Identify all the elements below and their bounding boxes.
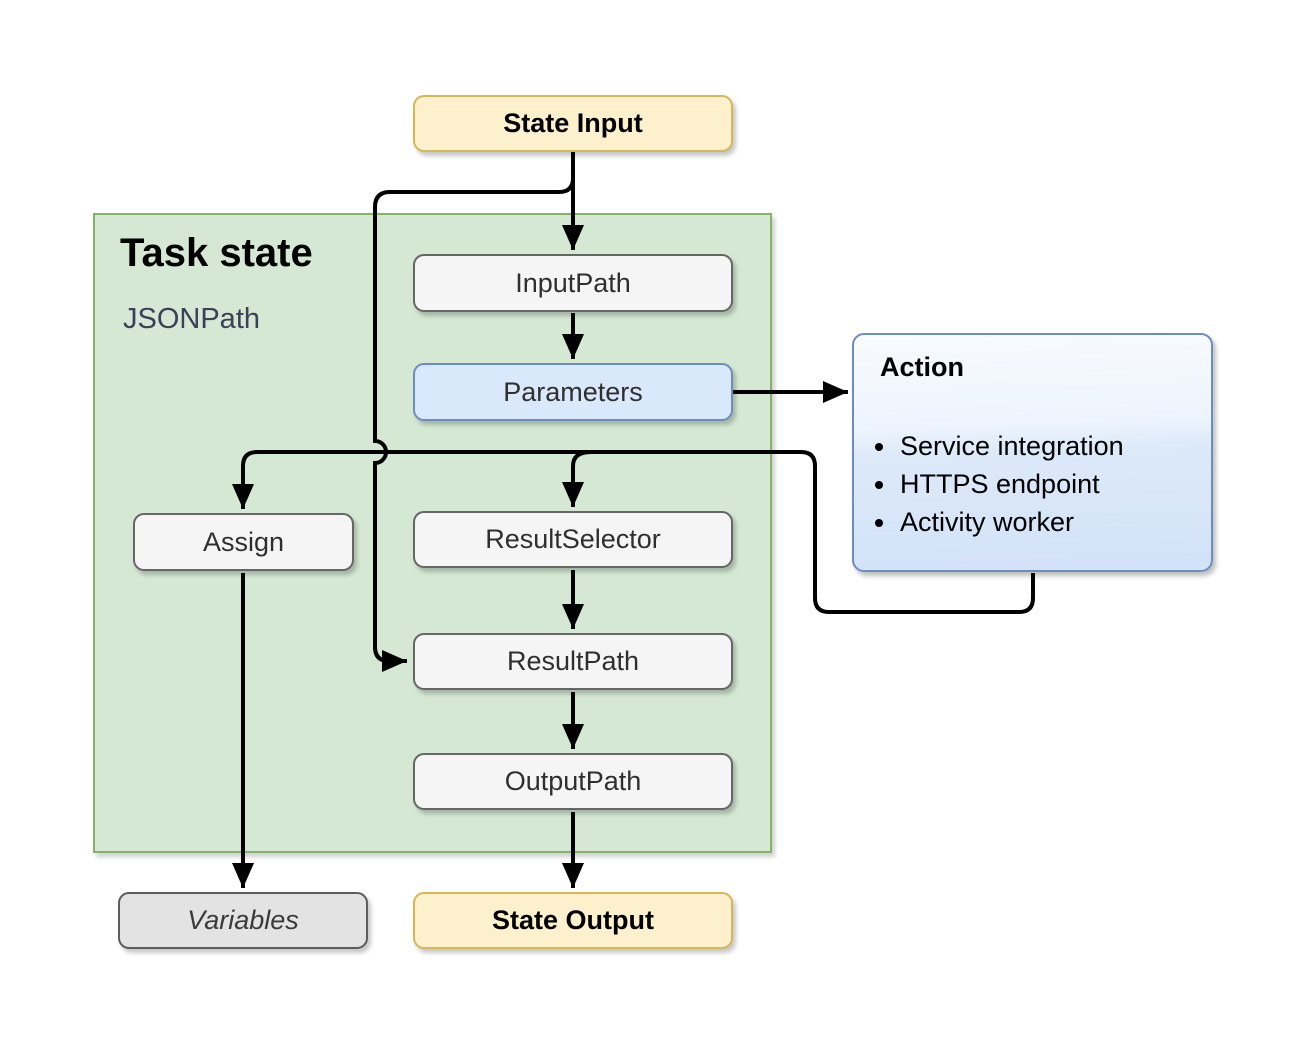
resultpath-node: ResultPath (413, 633, 733, 690)
state-input-label: State Input (503, 108, 643, 138)
parameters-node: Parameters (413, 363, 733, 421)
assign-label: Assign (202, 526, 285, 557)
action-title: Action (880, 352, 964, 382)
action-box: Action Service integration HTTPS endpoin… (852, 333, 1213, 572)
jsonpath-subtitle: JSONPath (123, 303, 260, 335)
action-item-activity-worker: Activity worker (898, 503, 1218, 541)
inputpath-node: InputPath (413, 254, 733, 312)
parameters-label: Parameters (503, 376, 643, 407)
outputpath-label: OutputPath (504, 766, 642, 796)
resultselector-node: ResultSelector (413, 511, 733, 568)
resultpath-label: ResultPath (506, 646, 640, 676)
state-output-label: State Output (492, 905, 654, 935)
action-item-https-endpoint: HTTPS endpoint (898, 465, 1218, 503)
inputpath-label: InputPath (515, 267, 631, 298)
task-state-title: Task state (120, 231, 313, 275)
variables-node: Variables (118, 892, 368, 949)
state-input-node: State Input (413, 95, 733, 152)
variables-label: Variables (187, 905, 299, 935)
action-item-service-integration: Service integration (898, 427, 1218, 465)
resultselector-label: ResultSelector (485, 524, 661, 554)
outputpath-node: OutputPath (413, 753, 733, 810)
assign-node: Assign (133, 513, 354, 571)
action-item-list: Service integration HTTPS endpoint Activ… (854, 427, 1218, 541)
state-output-node: State Output (413, 892, 733, 949)
